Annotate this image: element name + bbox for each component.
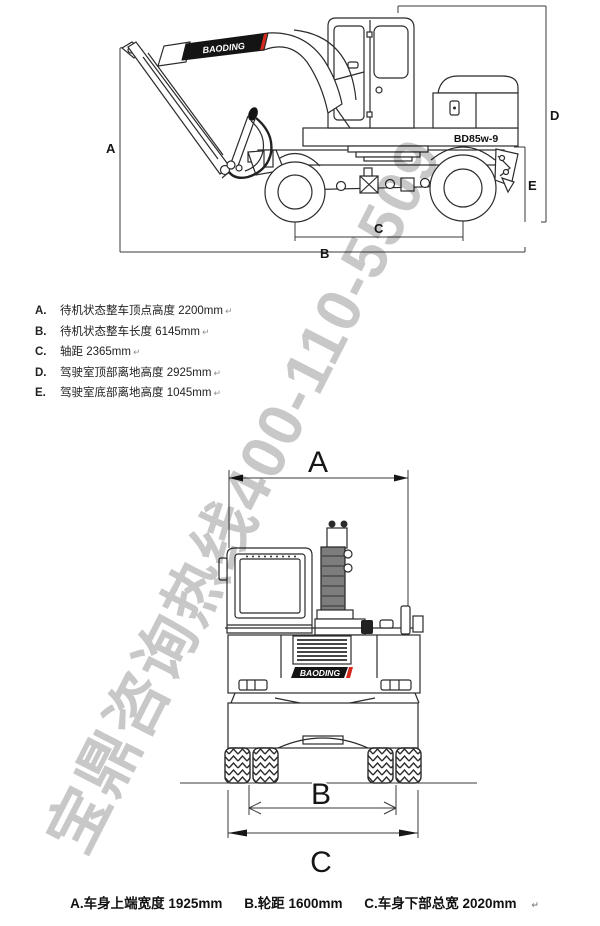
- front-body: BAODING: [227, 634, 421, 694]
- front-dim-B: B: [248, 777, 397, 815]
- front-left-light: [238, 679, 268, 691]
- side-boom-assembly: BAODING: [120, 29, 357, 180]
- front-boom-column: [314, 520, 366, 636]
- return-mark: ↵: [132, 347, 141, 358]
- return-mark: ↵: [224, 306, 233, 316]
- front-brand-logo-text: BAODING: [300, 668, 341, 678]
- spec-letter: A.: [35, 305, 47, 317]
- return-mark: ↵: [213, 367, 221, 378]
- caption-width-top: A.车身上端宽度 1925mm: [70, 896, 223, 911]
- dim-label-A: A: [106, 141, 116, 156]
- spec-text: 待机状态整车长度 6145mm: [60, 325, 200, 338]
- front-right-light: [380, 679, 412, 691]
- side-engine-hood: [432, 75, 519, 129]
- caption-wheel-track: B.轮距 1600mm: [244, 896, 343, 911]
- side-platform: BD85w-9: [302, 127, 519, 162]
- cab-mirror: [218, 557, 228, 581]
- spec-text: 待机状态整车顶点高度 2200mm: [60, 305, 223, 317]
- front-wheels: [180, 747, 477, 784]
- dim-label-B: B: [320, 246, 329, 261]
- return-mark: ↵: [201, 326, 210, 337]
- bucket: [228, 117, 273, 180]
- model-label: BD85w-9: [454, 133, 499, 145]
- spec-item: D. 驾驶室顶部离地高度 2925mm ↵: [35, 363, 232, 384]
- dim-label-B: B: [311, 778, 331, 811]
- spec-item: B. 待机状态整车长度 6145mm ↵: [35, 322, 232, 343]
- brand-logo-text: BAODING: [202, 41, 245, 55]
- spec-letter: E.: [35, 387, 46, 400]
- side-dimension-lines: [119, 5, 547, 253]
- front-logo-red-slash: [346, 667, 353, 678]
- spec-letter: D.: [35, 366, 47, 379]
- spec-text: 驾驶室底部离地高度 1045mm: [60, 387, 212, 400]
- dimension-caption: A.车身上端宽度 1925mm B.轮距 1600mm C.车身下部总宽 202…: [0, 892, 600, 912]
- front-dim-C: C: [227, 790, 419, 881]
- front-dim-A: A: [228, 445, 409, 630]
- dim-label-D: D: [550, 108, 559, 123]
- spec-letter: C.: [35, 346, 47, 359]
- spec-text: 轴距 2365mm: [60, 346, 131, 359]
- spec-text: 驾驶室顶部离地高度 2925mm: [60, 366, 212, 379]
- return-mark: ↵: [213, 388, 221, 399]
- front-deck-items: [225, 605, 424, 635]
- front-logo-panel: [291, 667, 348, 678]
- spec-item: A. 待机状态整车顶点高度 2200mm ↵: [35, 301, 232, 322]
- spec-letter: B.: [35, 325, 47, 338]
- spec-item: C. 轴距 2365mm ↵: [35, 342, 232, 363]
- side-view-diagram: BD85w-9: [106, 5, 559, 261]
- dim-label-C: C: [310, 846, 332, 879]
- front-cab: [218, 547, 313, 634]
- spec-list: A. 待机状态整车顶点高度 2200mm ↵ B. 待机状态整车长度 6145m…: [35, 301, 232, 404]
- side-wheels: [264, 154, 497, 223]
- dim-label-E: E: [528, 178, 537, 193]
- dim-label-C: C: [374, 221, 384, 236]
- spec-item: E. 驾驶室底部离地高度 1045mm ↵: [35, 383, 232, 404]
- side-dimension-labels: A B C D E: [106, 108, 559, 261]
- front-view-diagram: A: [180, 445, 477, 881]
- dim-label-A: A: [308, 446, 328, 479]
- side-cab: [327, 17, 415, 129]
- caption-width-bottom: C.车身下部总宽 2020mm: [364, 896, 517, 911]
- return-mark: ↵: [531, 900, 539, 910]
- front-chassis: [227, 692, 420, 749]
